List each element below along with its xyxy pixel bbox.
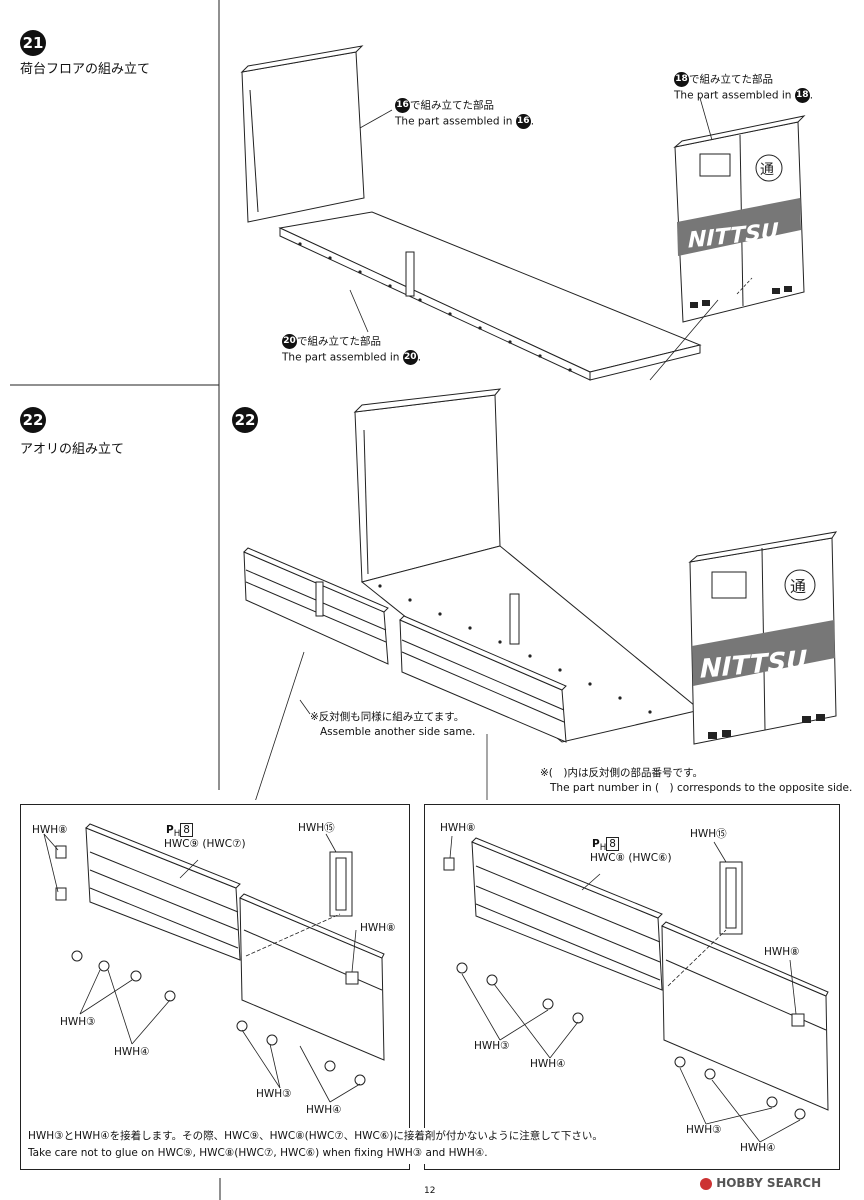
- step-21-illustration: NITTSU 通: [240, 45, 806, 381]
- right-hwh15: HWH⑮: [690, 828, 727, 840]
- callout-16: 16で組み立てた部品 The part assembled in 16.: [395, 98, 535, 129]
- left-hwh3-a: HWH③: [60, 1016, 96, 1028]
- right-hwh4-b: HWH④: [740, 1142, 776, 1154]
- right-hwc: HWC⑧ (HWC⑥): [590, 852, 672, 864]
- page-number: 12: [424, 1186, 436, 1196]
- step-22-badge: 22: [20, 407, 46, 433]
- right-hwh3-b: HWH③: [686, 1124, 722, 1136]
- step-21-badge: 21: [20, 30, 46, 56]
- svg-text:通: 通: [790, 577, 806, 596]
- left-hwh3-b: HWH③: [256, 1088, 292, 1100]
- glue-note: HWH③とHWH④を接着します。その際、HWC⑨、HWC⑧(HWC⑦、HWC⑥)…: [28, 1128, 628, 1164]
- svg-text:通: 通: [760, 162, 774, 178]
- left-hwh8-b: HWH⑧: [360, 922, 396, 934]
- hobby-search-logo-icon: [700, 1177, 712, 1190]
- step-21-title: 荷台フロアの組み立て: [20, 62, 151, 77]
- note-other-side: ※反対側も同様に組み立てます。 Assemble another side sa…: [310, 711, 476, 738]
- right-hwh8-a: HWH⑧: [440, 822, 476, 834]
- detail-frame-left: [20, 804, 410, 1170]
- left-hwh4-b: HWH④: [306, 1104, 342, 1116]
- callout-20: 20で組み立てた部品 The part assembled in 20.: [282, 334, 422, 365]
- detail-frame-right: [424, 804, 840, 1170]
- callout-18: 18で組み立てた部品 The part assembled in 18.: [674, 72, 814, 103]
- step-22-illustration: NITTSU 通: [243, 388, 838, 800]
- left-hwh8-a: HWH⑧: [32, 824, 68, 836]
- right-hwh3-a: HWH③: [474, 1040, 510, 1052]
- left-hwh15: HWH⑮: [298, 822, 335, 834]
- step-22-title: アオリの組み立て: [20, 442, 125, 457]
- left-hwc: HWC⑨ (HWC⑦): [164, 838, 246, 850]
- left-hwh4-a: HWH④: [114, 1046, 150, 1058]
- right-hwh4-a: HWH④: [530, 1058, 566, 1070]
- right-hwh8-b: HWH⑧: [764, 946, 800, 958]
- note-paren: ※( )内は反対側の部品番号です。 The part number in ( )…: [540, 767, 853, 794]
- watermark: HOBBY SEARCH: [700, 1176, 821, 1190]
- step-22-drawing-badge: 22: [232, 407, 258, 433]
